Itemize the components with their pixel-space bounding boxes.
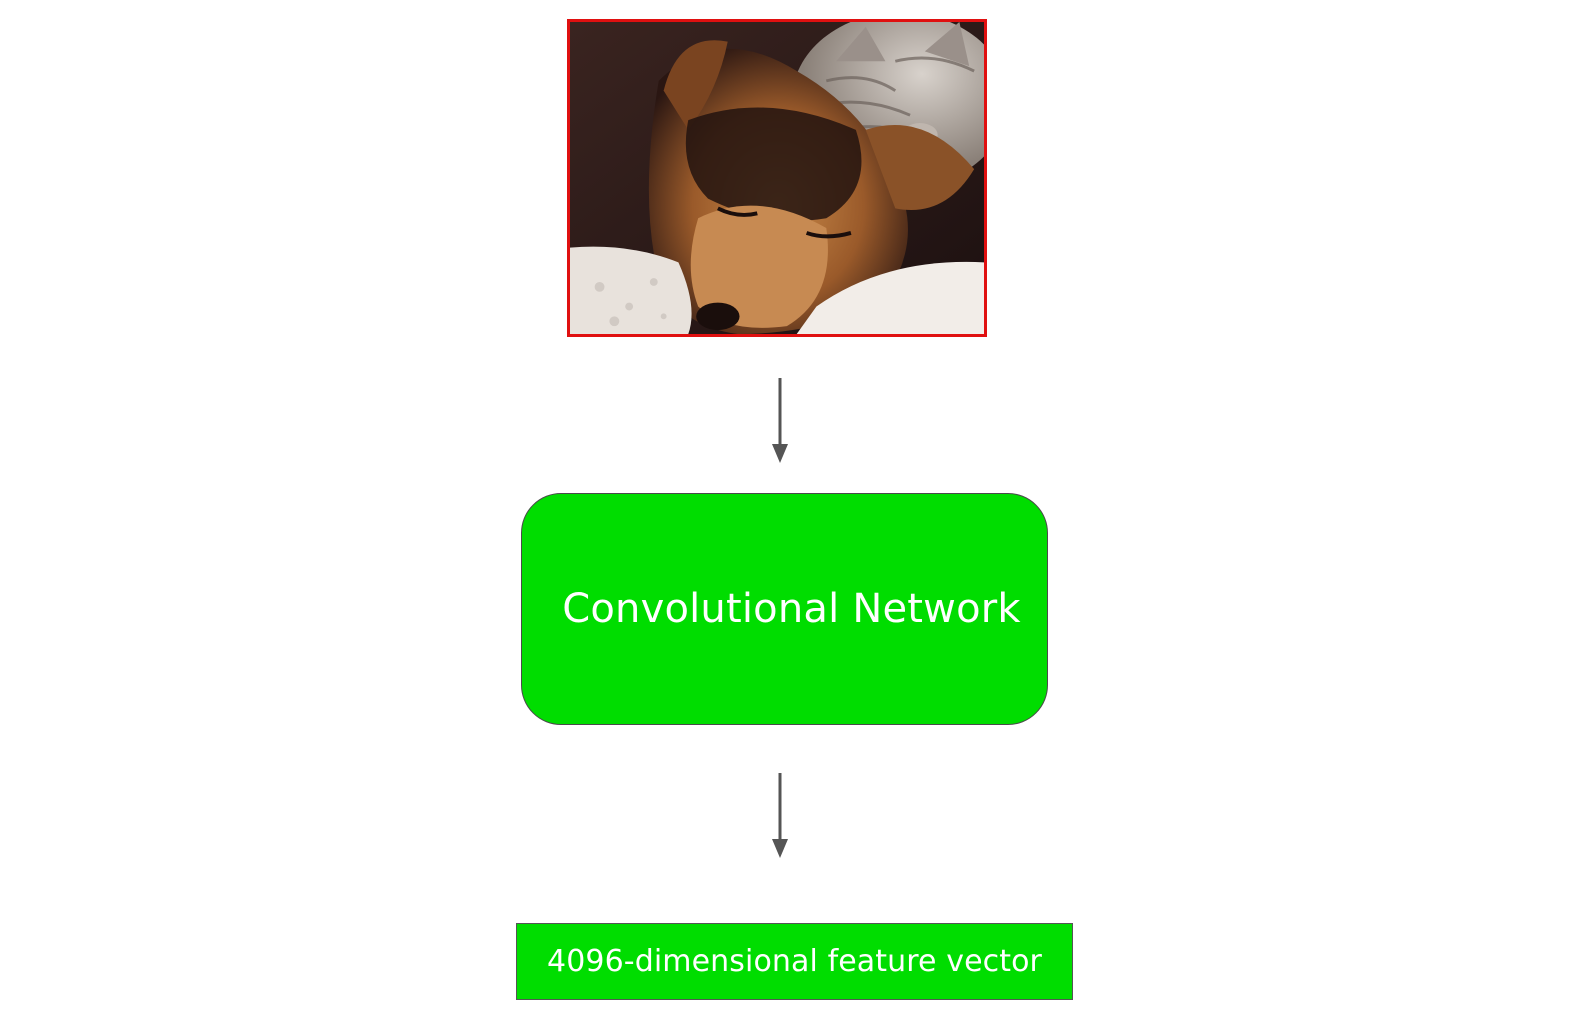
- dog-and-kitten-photo: [570, 22, 984, 334]
- input-image: [567, 19, 987, 337]
- feature-vector-label: 4096-dimensional feature vector: [547, 944, 1042, 979]
- convolutional-network-label: Convolutional Network: [562, 586, 1021, 632]
- feature-vector-box: 4096-dimensional feature vector: [516, 923, 1073, 1000]
- arrow-down-icon: [765, 771, 795, 861]
- arrow-down-icon: [765, 376, 795, 466]
- convolutional-network-box: Convolutional Network: [521, 493, 1048, 725]
